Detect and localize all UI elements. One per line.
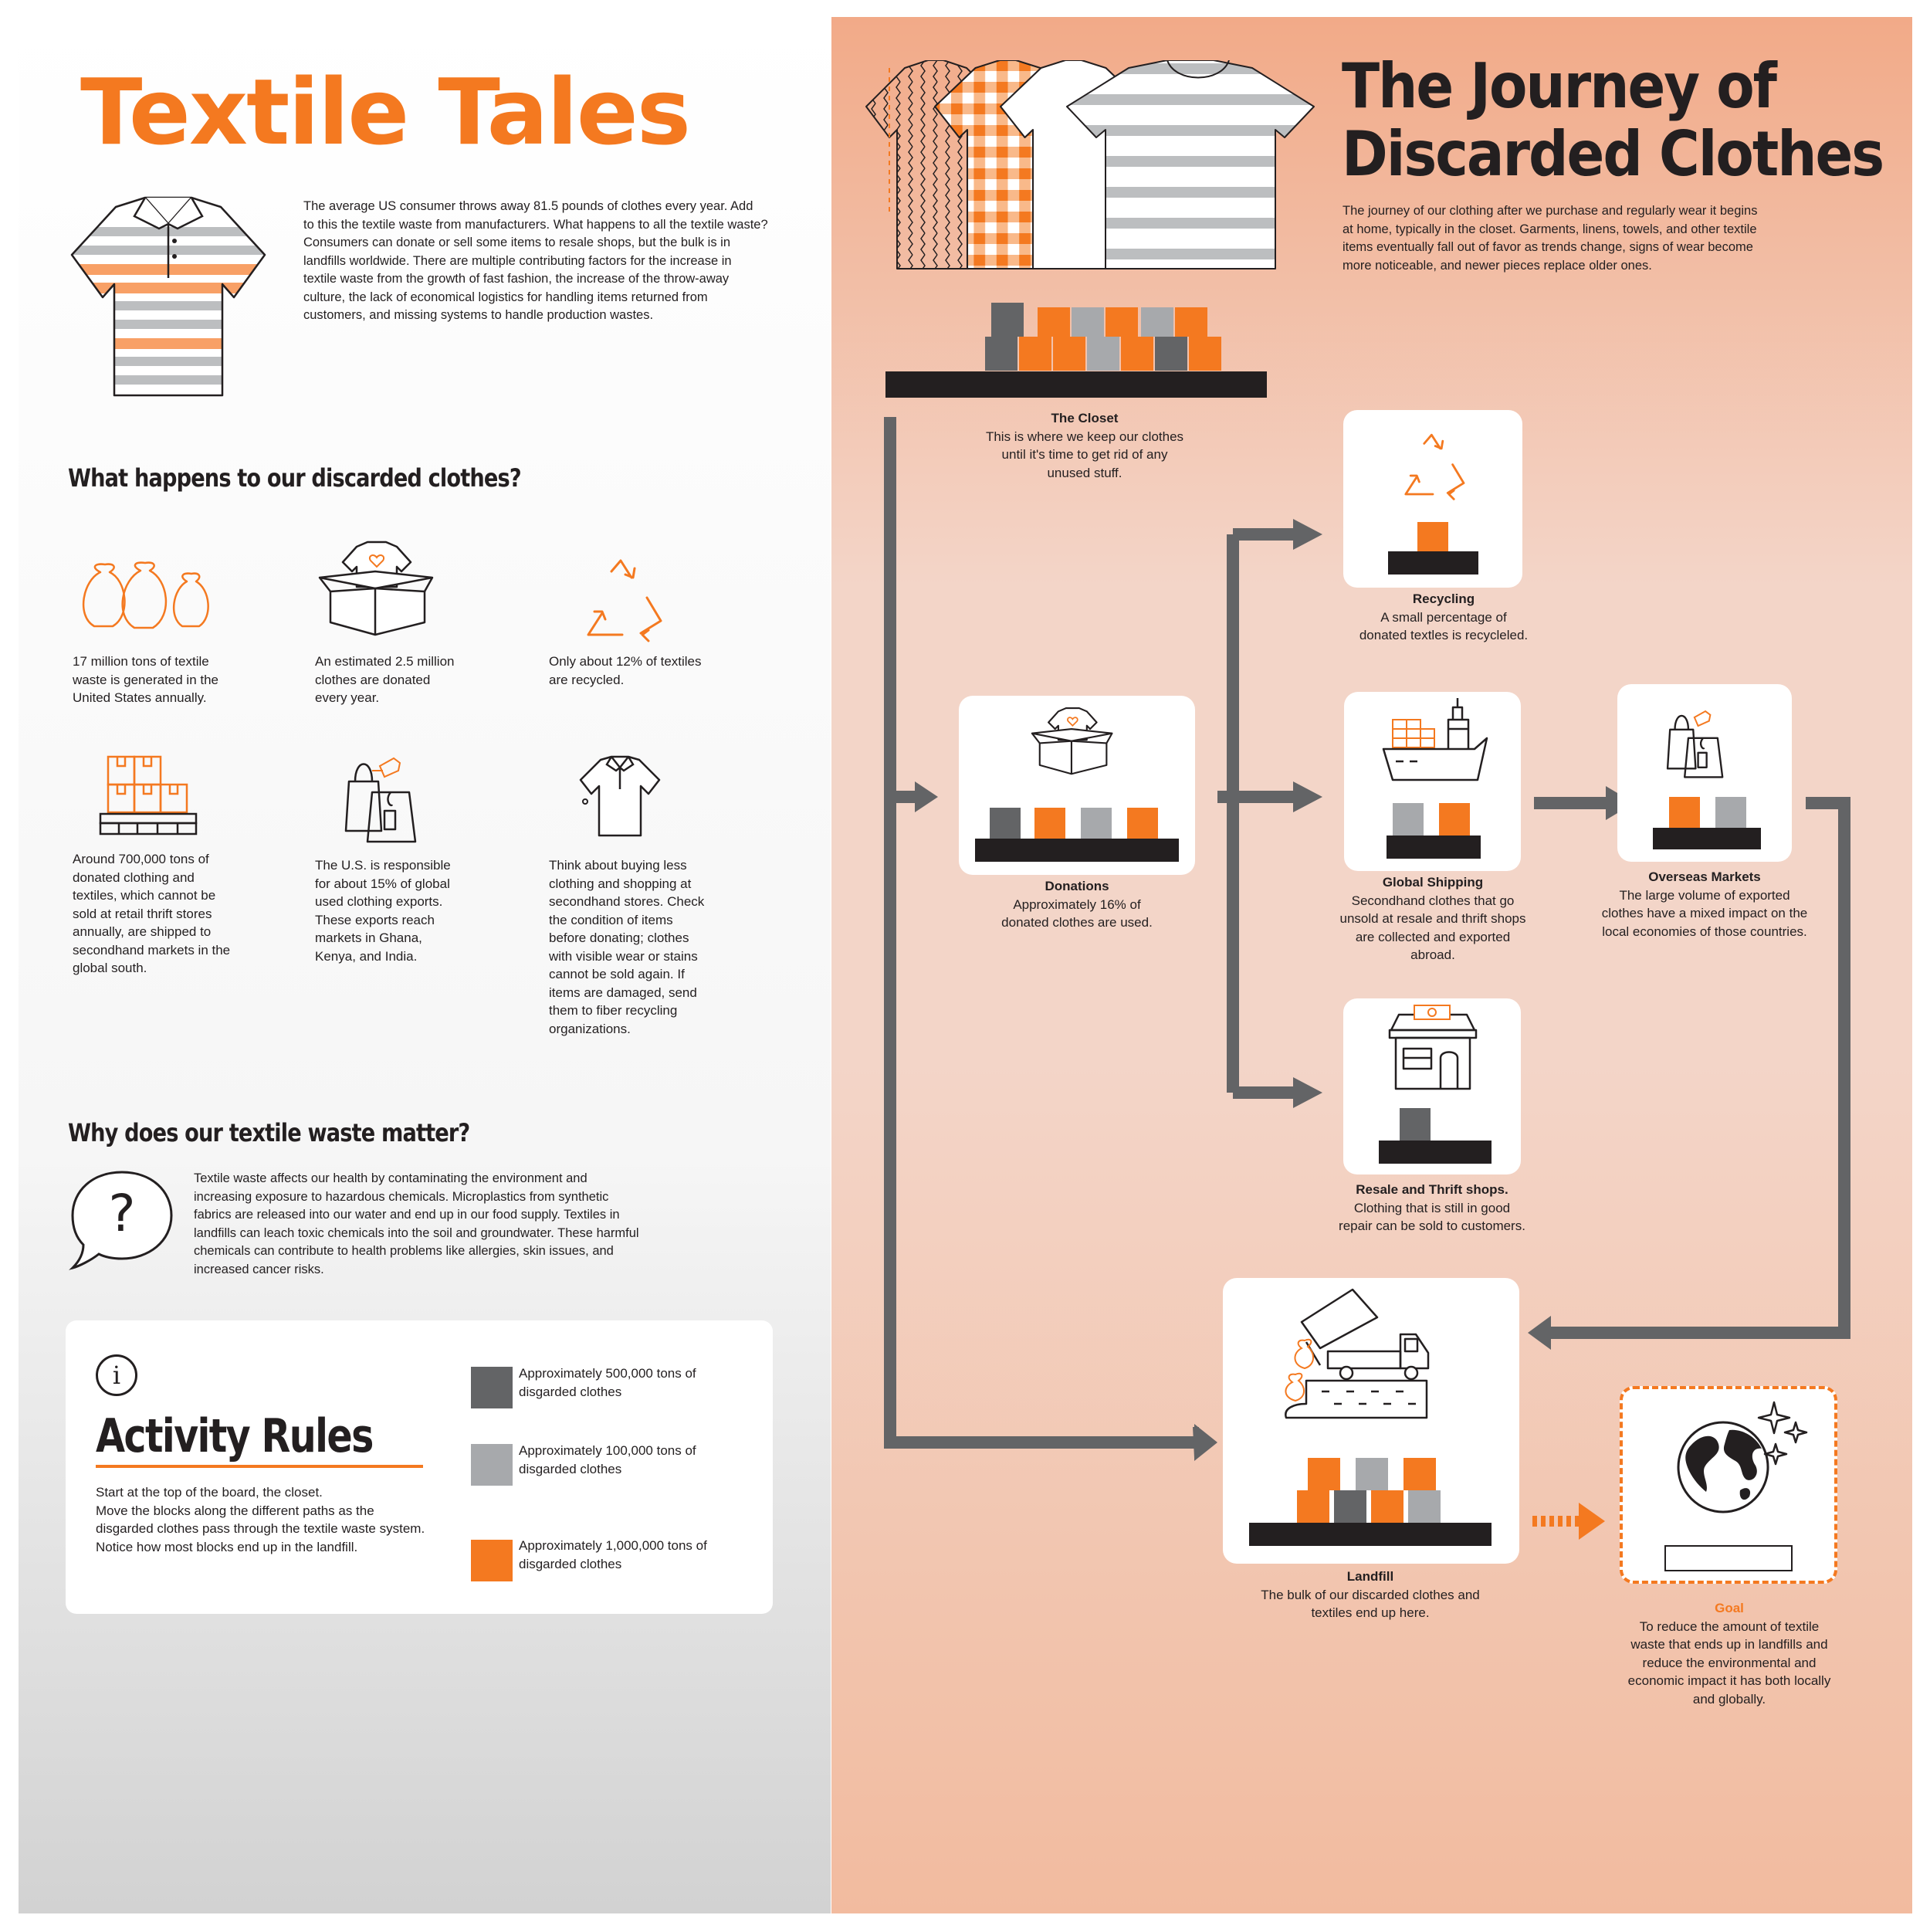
closet-block[interactable] <box>985 337 1017 371</box>
closet-block[interactable] <box>1072 307 1104 337</box>
closet-block[interactable] <box>1121 337 1153 371</box>
dump-truck-icon <box>1285 1288 1430 1419</box>
journey-title-line1: The Journey of <box>1342 50 1777 122</box>
closet-block[interactable] <box>1019 337 1051 371</box>
overseas-shelf <box>1653 828 1761 849</box>
donations-block[interactable] <box>990 808 1021 839</box>
legend-swatch-dark-gray <box>471 1367 513 1408</box>
cargo-ship-icon <box>1382 698 1488 781</box>
landfill-block[interactable] <box>1297 1490 1329 1523</box>
shop-icon <box>1388 1005 1478 1090</box>
shipping-block[interactable] <box>1393 803 1424 836</box>
closet-block[interactable] <box>1189 337 1221 371</box>
pallet-boxes-icon <box>99 755 198 836</box>
closet-caption: The Closet This is where we keep our clo… <box>985 411 1184 480</box>
closet-block[interactable] <box>1038 307 1070 337</box>
globe-sparkle-icon <box>1677 1401 1808 1513</box>
closet-block[interactable] <box>1053 337 1085 371</box>
donation-box-icon <box>318 541 434 636</box>
journey-title: The Journey of Discarded Clothes <box>1342 50 1884 190</box>
speech-bubble-question-icon: ? <box>69 1171 173 1270</box>
svg-text:?: ? <box>108 1184 135 1243</box>
polo-shirt-icon <box>579 755 661 837</box>
resale-thrift-caption: Resale and Thrift shops. Clothing that i… <box>1339 1182 1525 1233</box>
donations-block[interactable] <box>1034 808 1065 839</box>
closet-block[interactable] <box>1175 307 1207 337</box>
tshirt-stack-illustration <box>865 60 1315 269</box>
thrift-block[interactable] <box>1400 1108 1431 1141</box>
intro-text: The average US consumer throws away 81.5… <box>303 199 768 322</box>
donation-box-icon <box>1031 707 1113 775</box>
landfill-block[interactable] <box>1308 1458 1340 1490</box>
global-shipping-caption: Global Shipping Secondhand clothes that … <box>1339 875 1526 962</box>
journey-title-line2: Discarded Clothes <box>1342 118 1884 190</box>
flow-arrows <box>884 417 1850 1540</box>
legend-swatch-light-gray <box>471 1444 513 1486</box>
overseas-markets-caption: Overseas Markets The large volume of exp… <box>1601 869 1808 939</box>
bags-icon <box>82 561 209 629</box>
shopping-bag-icon <box>1666 710 1724 778</box>
section-heading-matter: Why does our textile waste matter? <box>68 1118 470 1147</box>
overseas-block[interactable] <box>1669 797 1700 828</box>
landfill-block[interactable] <box>1371 1490 1403 1523</box>
landfill-block[interactable] <box>1334 1490 1366 1523</box>
recycling-block[interactable] <box>1417 522 1448 551</box>
donations-block[interactable] <box>1127 808 1158 839</box>
closet-block[interactable] <box>1106 307 1138 337</box>
closet-block[interactable] <box>1155 337 1187 371</box>
journey-intro: The journey of our clothing after we pur… <box>1343 204 1758 273</box>
title-underline <box>96 1465 423 1468</box>
legend-swatch-orange <box>471 1540 513 1581</box>
striped-polo-icon <box>70 196 266 397</box>
landfill-block[interactable] <box>1356 1458 1388 1490</box>
shipping-shelf <box>1387 836 1481 859</box>
closet-block[interactable] <box>991 303 1024 337</box>
shopping-bag-icon <box>344 757 417 843</box>
recycle-icon <box>587 559 662 642</box>
matter-text: Textile waste affects our health by cont… <box>194 1171 639 1276</box>
landfill-block[interactable] <box>1403 1458 1436 1490</box>
overseas-block[interactable] <box>1715 797 1746 828</box>
page-title: Textile Tales <box>80 59 691 165</box>
info-icon: i <box>96 1354 137 1396</box>
activity-rules-text: Start at the top of the board, the close… <box>96 1485 425 1554</box>
section-heading-discarded: What happens to our discarded clothes? <box>68 463 522 493</box>
landfill-caption: Landfill The bulk of our discarded cloth… <box>1261 1569 1480 1620</box>
thrift-shelf <box>1379 1141 1492 1164</box>
donations-shelf <box>975 839 1179 862</box>
landfill-block[interactable] <box>1408 1490 1441 1523</box>
closet-shelf <box>885 371 1267 398</box>
shipping-block[interactable] <box>1439 803 1470 836</box>
recycling-shelf <box>1388 551 1478 575</box>
closet-block[interactable] <box>1087 337 1119 371</box>
goal-input-box[interactable] <box>1664 1545 1793 1571</box>
donations-block[interactable] <box>1081 808 1112 839</box>
landfill-shelf <box>1249 1523 1492 1546</box>
closet-block[interactable] <box>1141 307 1173 337</box>
recycle-icon <box>1404 433 1465 500</box>
activity-rules-title: Activity Rules <box>96 1409 374 1463</box>
